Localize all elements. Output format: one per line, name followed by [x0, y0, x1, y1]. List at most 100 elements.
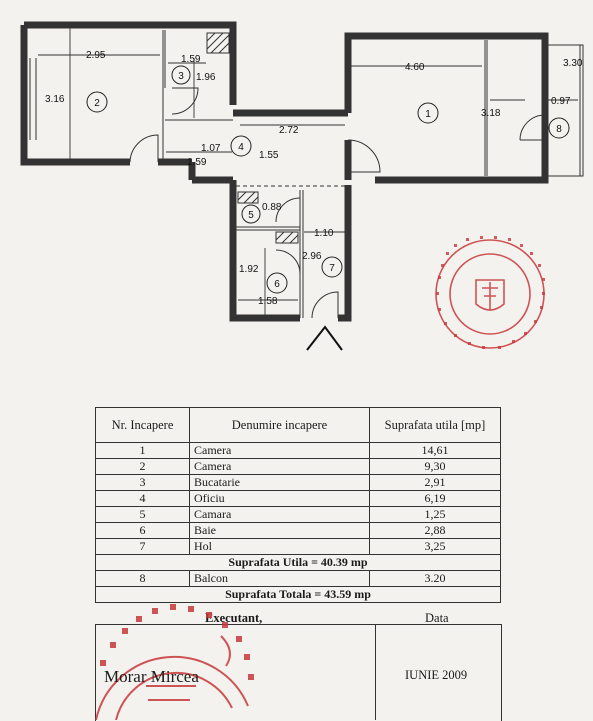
- cell-area: 2,91: [369, 474, 501, 491]
- door-arc: [171, 87, 199, 115]
- door-arc: [519, 114, 546, 141]
- vent-shaft: [275, 231, 299, 244]
- svg-text:3: 3: [178, 71, 184, 82]
- svg-text:2: 2: [94, 98, 100, 109]
- wall-right-block: [344, 32, 549, 184]
- cell-nr: 5: [95, 506, 190, 523]
- svg-text:7: 7: [329, 263, 335, 274]
- cell-nr: 1: [95, 442, 190, 459]
- cell-nr: 4: [95, 490, 190, 507]
- room-marker-3: 3: [171, 65, 191, 85]
- dim-label: 1.58: [258, 296, 278, 307]
- signature-divider: [375, 624, 376, 720]
- summary-row-totala: Suprafata Totala = 43.59 mp: [95, 586, 501, 603]
- cell-area: 9,30: [369, 458, 501, 475]
- cell-name: Baie: [189, 522, 370, 539]
- room-marker-7: 7: [321, 256, 343, 278]
- summary-row-utila: Suprafata Utila = 40.39 mp: [95, 554, 501, 571]
- dim-label: 1.92: [239, 264, 259, 275]
- dim-label: 1.55: [259, 150, 279, 161]
- table-header-row: Nr. Incapere Denumire incapere Suprafata…: [95, 407, 501, 443]
- cell-nr: 3: [95, 474, 190, 491]
- wall-lower-block: [229, 180, 300, 322]
- room-marker-5: 5: [241, 204, 261, 224]
- wall-lower-right: [338, 185, 352, 322]
- door-arc: [275, 249, 301, 275]
- cell-name: Camara: [189, 506, 370, 523]
- dim-label: 0.88: [262, 202, 282, 213]
- cell-area: 1,25: [369, 506, 501, 523]
- cell-nr: 6: [95, 522, 190, 539]
- entrance-arrow-icon: [306, 325, 343, 351]
- svg-text:1: 1: [425, 109, 431, 120]
- vent-shaft: [206, 32, 230, 54]
- dim-label: 1.07: [201, 143, 221, 154]
- suprafata-utila-total: Suprafata Utila = 40.39 mp: [95, 554, 501, 571]
- col-header-nr: Nr. Incapere: [95, 407, 190, 443]
- cell-nr: 7: [95, 538, 190, 555]
- balcony-outline: [545, 44, 584, 177]
- room-marker-4: 4: [230, 135, 252, 157]
- dim-label: 1.10: [314, 228, 334, 239]
- cell-area: 3.20: [369, 570, 501, 587]
- area-table: Nr. Incapere Denumire incapere Suprafata…: [95, 407, 501, 603]
- room-marker-1: 1: [417, 102, 439, 124]
- svg-text:8: 8: [556, 124, 562, 135]
- dim-label: 2.95: [86, 50, 106, 61]
- col-header-denumire: Denumire incapere: [189, 407, 370, 443]
- vent-shaft: [237, 191, 259, 204]
- room-marker-8: 8: [548, 117, 570, 139]
- stamp-seal: [435, 236, 545, 349]
- cell-nr: 8: [95, 570, 190, 587]
- door-arc: [129, 134, 159, 163]
- cell-nr: 2: [95, 458, 190, 475]
- executant-name: Morar Mircea: [104, 667, 199, 686]
- svg-text:4: 4: [238, 142, 244, 153]
- dim-label: 2.96: [302, 251, 322, 262]
- room-marker-2: 2: [86, 91, 108, 113]
- cell-name: Hol: [189, 538, 370, 555]
- col-header-suprafata: Suprafata utila [mp]: [369, 407, 501, 443]
- door-arc: [275, 197, 301, 223]
- cell-name: Oficiu: [189, 490, 370, 507]
- dim-label: 0.97: [551, 96, 571, 107]
- dim-label: 1.59: [181, 54, 201, 65]
- data-label: Data: [425, 611, 449, 625]
- dim-label: 1.59: [187, 157, 207, 168]
- cell-area: 2,88: [369, 522, 501, 539]
- cell-name: Camera: [189, 458, 370, 475]
- room-marker-6: 6: [266, 272, 288, 294]
- executant-label: Executant,: [205, 611, 263, 625]
- cell-area: 14,61: [369, 442, 501, 459]
- dim-label: 1.96: [196, 72, 216, 83]
- stamp-seal: [95, 604, 254, 720]
- door-arc: [311, 291, 339, 319]
- wall-left-block-bottom: [20, 25, 130, 166]
- floor-plan: 1 2 3 4 5 6 7 8 2.95 3.16 1.59 1.96 1.07…: [20, 21, 584, 351]
- dim-label: 3.18: [481, 108, 501, 119]
- dim-label: 3.30: [563, 58, 583, 69]
- suprafata-totala-total: Suprafata Totala = 43.59 mp: [95, 586, 501, 603]
- cell-name: Balcon: [189, 570, 370, 587]
- cell-name: Camera: [189, 442, 370, 459]
- executant-date: IUNIE 2009: [405, 668, 468, 682]
- dim-label: 2.72: [279, 125, 299, 136]
- svg-text:6: 6: [274, 279, 280, 290]
- cell-area: 6,19: [369, 490, 501, 507]
- door-arc: [347, 139, 381, 173]
- cell-name: Bucatarie: [189, 474, 370, 491]
- wall-left-block: [24, 21, 237, 105]
- cell-area: 3,25: [369, 538, 501, 555]
- dim-label: 3.16: [45, 94, 65, 105]
- signature-area: [95, 624, 502, 721]
- svg-text:5: 5: [248, 210, 254, 221]
- dim-label: 4.60: [405, 62, 425, 73]
